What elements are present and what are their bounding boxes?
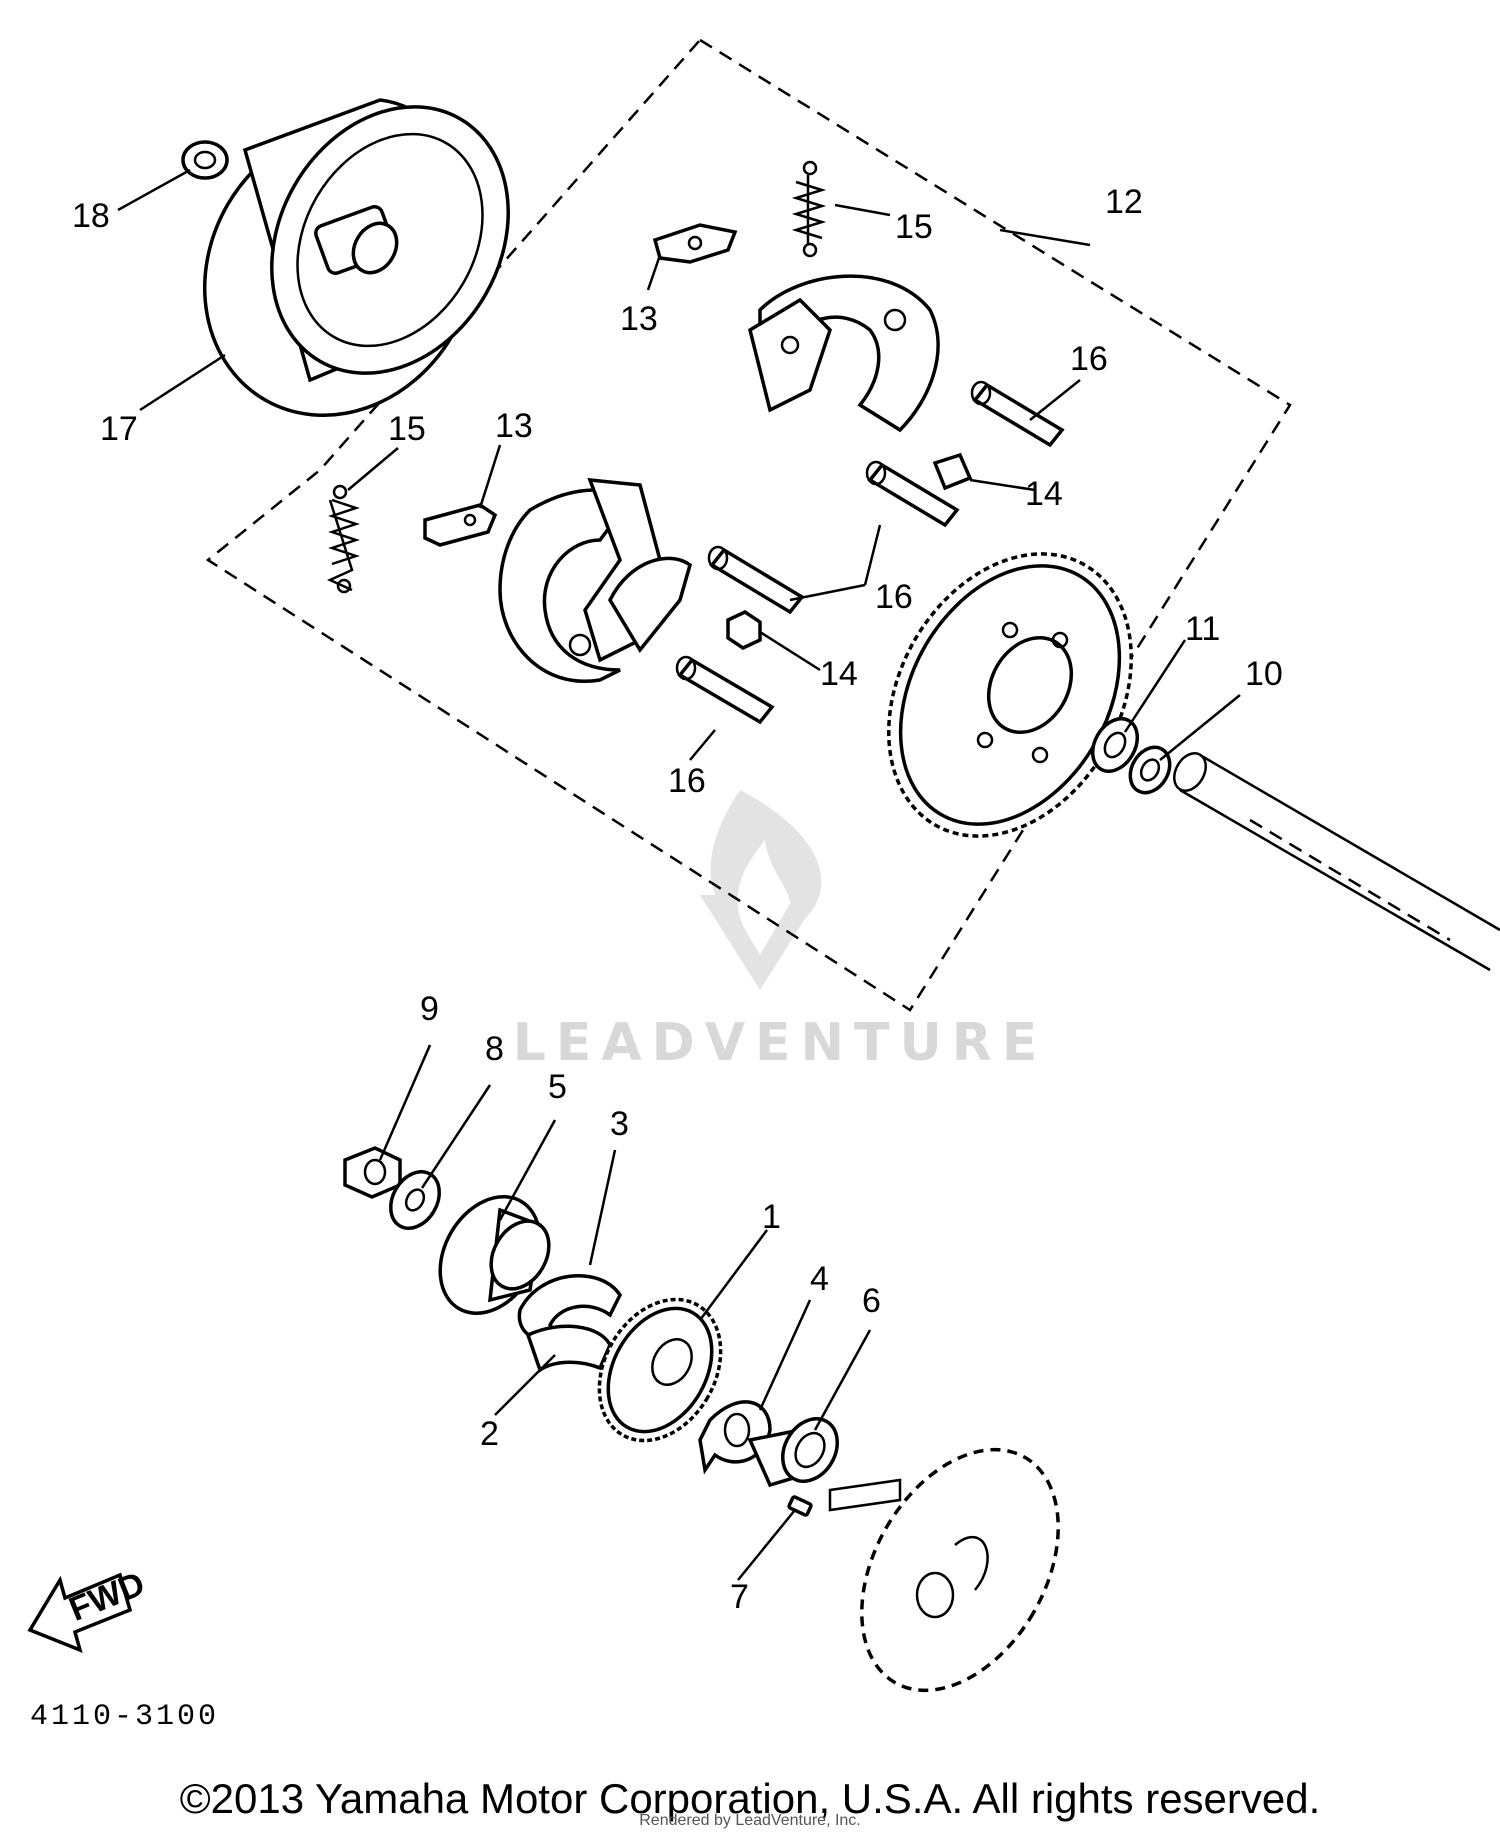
callout-2: 2 [480, 1415, 499, 1453]
callout-16a: 16 [1070, 340, 1108, 378]
diagram-code: 4110-3100 [30, 1700, 220, 1734]
part-9-nut[interactable] [343, 1146, 402, 1199]
fwd-arrow-icon: FWD [27, 1565, 150, 1653]
callout-16c: 16 [668, 762, 706, 800]
part-4-lock-washer[interactable] [698, 1400, 772, 1475]
watermark-v-icon [700, 895, 820, 990]
assembly-boundary-12 [205, 38, 1292, 1012]
callout-15b: 15 [388, 410, 426, 448]
callout-11: 11 [1185, 610, 1220, 648]
part-5-primary-drive-gear-hub[interactable] [420, 1179, 560, 1331]
part-13-plate-lower[interactable] [423, 503, 498, 547]
part-16-pin-4[interactable] [675, 655, 775, 725]
clutch-shoe-lower[interactable] [498, 477, 693, 683]
callout-8: 8 [485, 1030, 504, 1068]
crankshaft-web [828, 1447, 1060, 1693]
callout-13a: 13 [620, 300, 658, 338]
clutch-shoe-upper[interactable] [747, 274, 940, 433]
copyright-notice: ©2013 Yamaha Motor Corporation, U.S.A. A… [179, 1775, 1321, 1822]
callout-5: 5 [548, 1068, 567, 1106]
leader-lines [117, 168, 1241, 1581]
callout-1: 1 [762, 1198, 781, 1236]
part-7-key[interactable] [787, 1495, 813, 1517]
callout-7: 7 [730, 1578, 749, 1616]
clutch-shaft [1173, 752, 1500, 972]
part-14-collar-upper[interactable] [932, 452, 973, 491]
callout-12: 12 [1105, 183, 1143, 221]
callout-6: 6 [862, 1282, 881, 1320]
callout-13b: 13 [495, 407, 533, 445]
primary-driven-gear[interactable] [840, 510, 1181, 880]
callout-10: 10 [1245, 655, 1283, 693]
callout-9: 9 [420, 990, 439, 1028]
part-2-plate[interactable] [525, 1324, 612, 1373]
callout-17: 17 [100, 410, 138, 448]
callout-18: 18 [72, 197, 110, 235]
watermark-flame-icon [710, 790, 822, 930]
part-1-primary-drive-gear[interactable] [575, 1278, 745, 1463]
part-14-collar-lower[interactable] [726, 609, 762, 651]
part-16-pin-2[interactable] [865, 460, 960, 528]
callout-4: 4 [810, 1260, 829, 1298]
part-6-bearing[interactable] [747, 1409, 848, 1491]
callout-14b: 14 [820, 655, 858, 693]
part-16-pin-1[interactable] [970, 380, 1065, 448]
part-16-pin-3[interactable] [707, 545, 805, 615]
callout-14a: 14 [1025, 475, 1063, 513]
callout-3: 3 [610, 1105, 629, 1143]
watermark: LEADVENTURE [513, 790, 1048, 1073]
part-17-clutch-housing[interactable] [152, 64, 555, 465]
part-13-plate-upper[interactable] [652, 223, 738, 264]
part-18-nut[interactable] [181, 140, 229, 180]
callout-15a: 15 [895, 208, 933, 246]
callouts: 18 17 15 12 13 16 14 15 13 16 14 16 11 1… [72, 183, 1283, 1616]
callout-16b: 16 [875, 578, 913, 616]
rendered-by-notice: Rendered by LeadVenture, Inc. [639, 1812, 861, 1829]
part-15-spring-lower[interactable] [326, 484, 360, 594]
part-15-spring-upper[interactable] [791, 160, 827, 258]
watermark-text: LEADVENTURE [513, 1013, 1048, 1073]
